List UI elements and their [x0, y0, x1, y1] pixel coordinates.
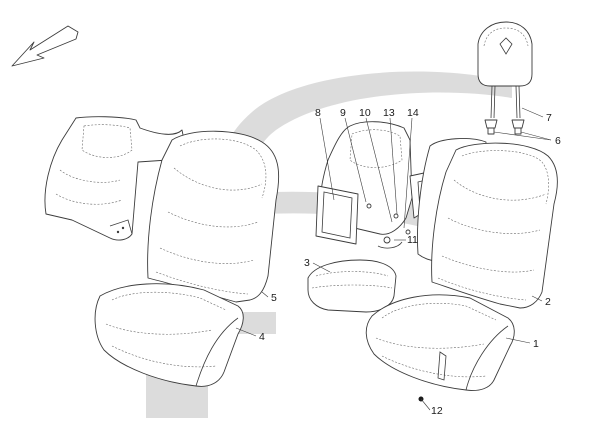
headrest: [477, 21, 533, 119]
callout-7: 7: [546, 112, 552, 124]
callout-14: 14: [407, 107, 419, 119]
center-armrest-pad: [307, 259, 397, 313]
callout-labels: 1 2 3 4 5 6 7 8 9 10 11 12 13 14: [259, 107, 561, 417]
direction-arrow-icon: [11, 25, 79, 67]
right-front-backrest: [431, 142, 558, 309]
callout-9: 9: [340, 107, 346, 119]
left-seat-cushion: [94, 283, 244, 387]
left-rear-backrest: [44, 116, 187, 241]
right-seat-cushion: [365, 294, 515, 391]
callout-13: 13: [383, 107, 395, 119]
left-front-backrest: [147, 130, 280, 303]
callout-8: 8: [315, 107, 321, 119]
callout-10: 10: [359, 107, 371, 119]
callout-4: 4: [259, 331, 265, 343]
callout-3: 3: [304, 257, 310, 269]
callout-6: 6: [555, 135, 561, 147]
callout-1: 1: [533, 338, 539, 350]
headrest-guides: [484, 119, 525, 135]
callout-12: 12: [431, 405, 443, 417]
callout-2: 2: [545, 296, 551, 308]
callout-11: 11: [407, 234, 418, 246]
leader-lines: [235, 107, 552, 411]
callout-5: 5: [271, 292, 277, 304]
